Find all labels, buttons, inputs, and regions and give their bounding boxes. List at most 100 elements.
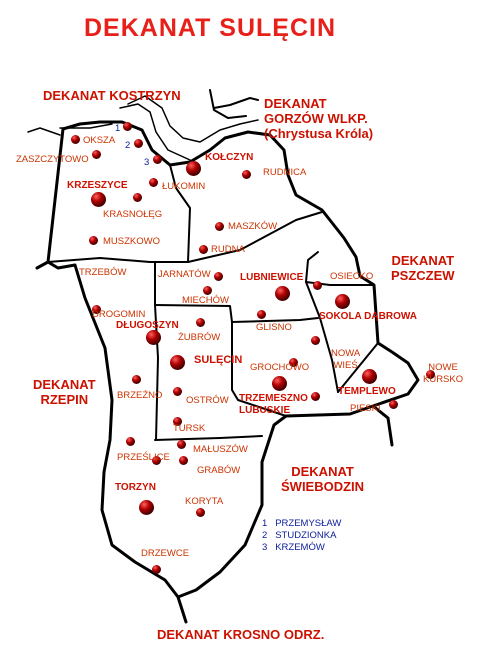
neighbor-krosno: DEKANAT KROSNO ODRZ. (157, 627, 325, 642)
neighbor-pszczew-line-2: PSZCZEW (391, 268, 455, 283)
dot-templewo-small (311, 392, 320, 401)
dot-krasnoleg (133, 193, 142, 202)
dot-nowe-kursko (426, 370, 435, 379)
legend-number: 2 (262, 530, 268, 541)
dot-maluszow (177, 440, 186, 449)
map-number-1: 1 (115, 123, 121, 134)
label-osiecko: OSIECKO (330, 271, 374, 282)
neighbor-pszczew: DEKANAT PSZCZEW (391, 253, 455, 283)
dot-studzionka (134, 139, 143, 148)
dot-ostrow (173, 387, 182, 396)
legend-item: 1 PRZEMYSŁAW (262, 518, 341, 530)
neighbor-gorzow-line-3: (Chrystusa Króla) (264, 126, 374, 141)
dot-grochowo (289, 358, 298, 367)
legend-label: PRZEMYSŁAW (275, 518, 342, 529)
dot-krzeszyce (91, 192, 106, 207)
label-nowa-wies-line-1: NOWA (331, 348, 361, 359)
dot-nowa-wies (311, 336, 320, 345)
neighbor-rzepin-line-1: DEKANAT (33, 377, 96, 392)
neighbor-rzepin-line-2: RZEPIN (40, 392, 89, 407)
map-title: DEKANAT SULĘCIN (84, 14, 337, 42)
neighbor-swiebodzin-line-2: ŚWIEBODZIN (281, 479, 365, 494)
map-number-2: 2 (125, 140, 131, 151)
dot-lukomin (149, 178, 158, 187)
dot-muszkowo (89, 236, 98, 245)
dot-rudna (199, 245, 208, 254)
label-grochowo: GROCHOWO (250, 362, 310, 373)
dot-miechow (203, 286, 212, 295)
legend-label: KRZEMÓW (275, 542, 325, 553)
label-tursk: TURSK (173, 423, 206, 434)
dot-pieski (389, 400, 398, 409)
legend-item: 2 STUDZIONKA (262, 530, 341, 542)
label-grabow: GRABÓW (197, 465, 241, 476)
dot-zubrow (196, 318, 205, 327)
dot-osiecko (313, 281, 322, 290)
label-kolczyn: KOŁCZYN (205, 152, 254, 163)
label-przeslice: PRZEŚLICE (117, 452, 170, 463)
label-jarnatow: JARNATÓW (158, 269, 211, 280)
dot-trzemeszno (272, 376, 287, 391)
dot-brzezno (132, 375, 141, 384)
label-pieski: PIESKI (350, 403, 381, 414)
label-lukomin: ŁUKOMIN (162, 181, 206, 192)
label-trzemeszno-lubuskie: TRZEMESZNO LUBUSKIE (239, 393, 308, 417)
label-koryta: KORYTA (185, 496, 224, 507)
label-krasnoleg: KRASNOŁĘG (103, 209, 163, 220)
label-rudna: RUDNA (211, 244, 245, 255)
label-nowe-kursko-line-1: NOWE (428, 362, 458, 373)
dot-zaszczytowo (92, 150, 101, 159)
dot-templewo (362, 369, 377, 384)
dot-przemyslaw (123, 122, 132, 131)
label-trzebow: TRZEBÓW (79, 267, 127, 278)
label-ostrow: OSTRÓW (186, 395, 229, 406)
label-nowe-kursko-line-2: KURSKO (423, 374, 464, 385)
dot-glisno (257, 310, 266, 319)
dot-sokola-dabrowa (335, 294, 350, 309)
label-zaszczytowo: ZASZCZYTOWO (16, 154, 89, 165)
neighbor-gorzow-line-2: GORZÓW WLKP. (264, 111, 368, 126)
label-dlugoszyn: DŁUGOSZYN (116, 320, 179, 331)
dot-przeslice-top (126, 437, 135, 446)
label-drogomin: DROGOMIN (92, 309, 146, 320)
dot-drzewce (152, 565, 161, 574)
dot-rudnica (242, 170, 251, 179)
label-brzezno: BRZEŹNO (117, 390, 163, 401)
dot-torzyn (139, 500, 154, 515)
neighbor-gorzow-line-1: DEKANAT (264, 96, 327, 111)
label-miechow: MIECHÓW (182, 295, 229, 306)
label-sulecin: SULĘCIN (194, 354, 243, 366)
dot-sulecin (170, 355, 185, 370)
neighbor-gorzow: DEKANAT GORZÓW WLKP. (Chrystusa Króla) (264, 96, 373, 141)
label-drzewce: DRZEWCE (141, 548, 190, 559)
dot-kolczyn (186, 161, 201, 176)
dot-grabow (179, 456, 188, 465)
neighbor-pszczew-line-1: DEKANAT (391, 253, 455, 268)
label-torzyn: TORZYN (115, 482, 156, 493)
label-templewo: TEMPLEWO (338, 386, 396, 397)
dot-maszkow (215, 222, 224, 231)
legend-number: 3 (262, 542, 268, 553)
dot-przeslice (152, 456, 161, 465)
legend-item: 3 KRZEMÓW (262, 542, 341, 554)
dot-drogomin (92, 305, 101, 314)
dot-jarnatow (214, 272, 223, 281)
label-maszkow: MASZKÓW (228, 221, 278, 232)
dot-tursk (173, 417, 182, 426)
dot-dlugoszyn (146, 330, 161, 345)
label-nowe-kursko: NOWE KURSKO (423, 362, 463, 386)
legend: 1 PRZEMYSŁAW 2 STUDZIONKA 3 KRZEMÓW (262, 518, 341, 554)
neighbor-swiebodzin-line-1: DEKANAT (291, 464, 354, 479)
label-trzemeszno-line-2: LUBUSKIE (239, 405, 291, 416)
label-trzemeszno-line-1: TRZEMESZNO (239, 393, 308, 404)
map-number-3: 3 (144, 157, 150, 168)
label-zubrow: ŻUBRÓW (178, 332, 221, 343)
label-nowa-wies: NOWA WIEŚ (331, 348, 360, 372)
label-rudnica: RUDNICA (263, 167, 307, 178)
label-lubniewice: LUBNIEWICE (240, 272, 304, 283)
label-muszkowo: MUSZKOWO (103, 236, 160, 247)
label-maluszow: MAŁUSZÓW (193, 444, 248, 455)
dot-krzemow (153, 155, 162, 164)
neighbor-rzepin: DEKANAT RZEPIN (33, 377, 96, 407)
